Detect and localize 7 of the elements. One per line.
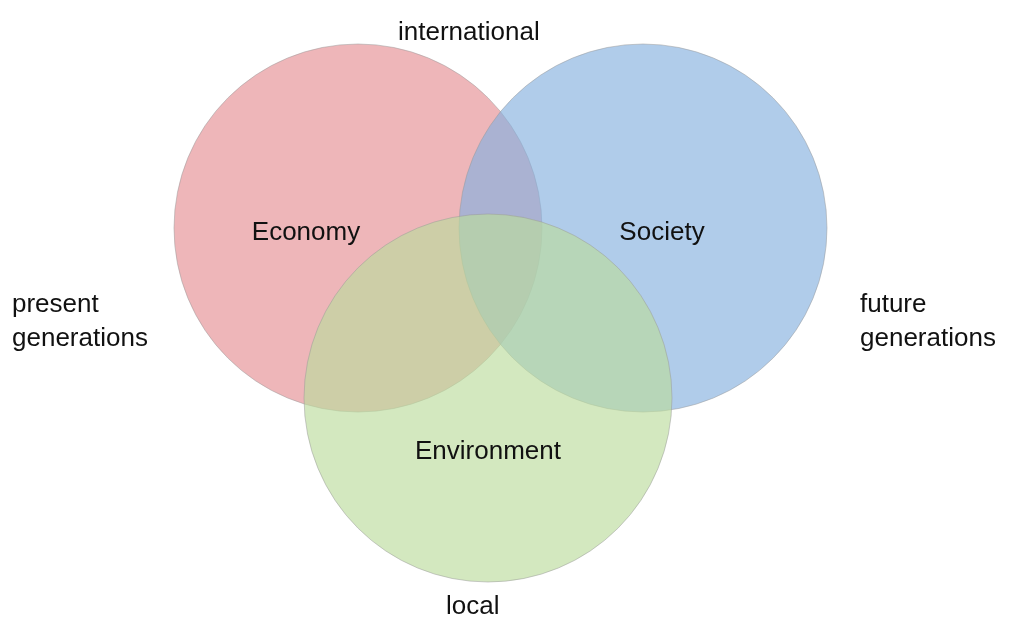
circle-label: Environment xyxy=(415,434,561,466)
axis-label: international xyxy=(398,15,541,48)
axis-label: present generations xyxy=(12,287,149,354)
axis-label: future generations xyxy=(860,287,997,354)
circle-label: Society xyxy=(619,215,705,247)
axis-label: local xyxy=(446,589,501,618)
circle-label: Economy xyxy=(251,215,361,247)
